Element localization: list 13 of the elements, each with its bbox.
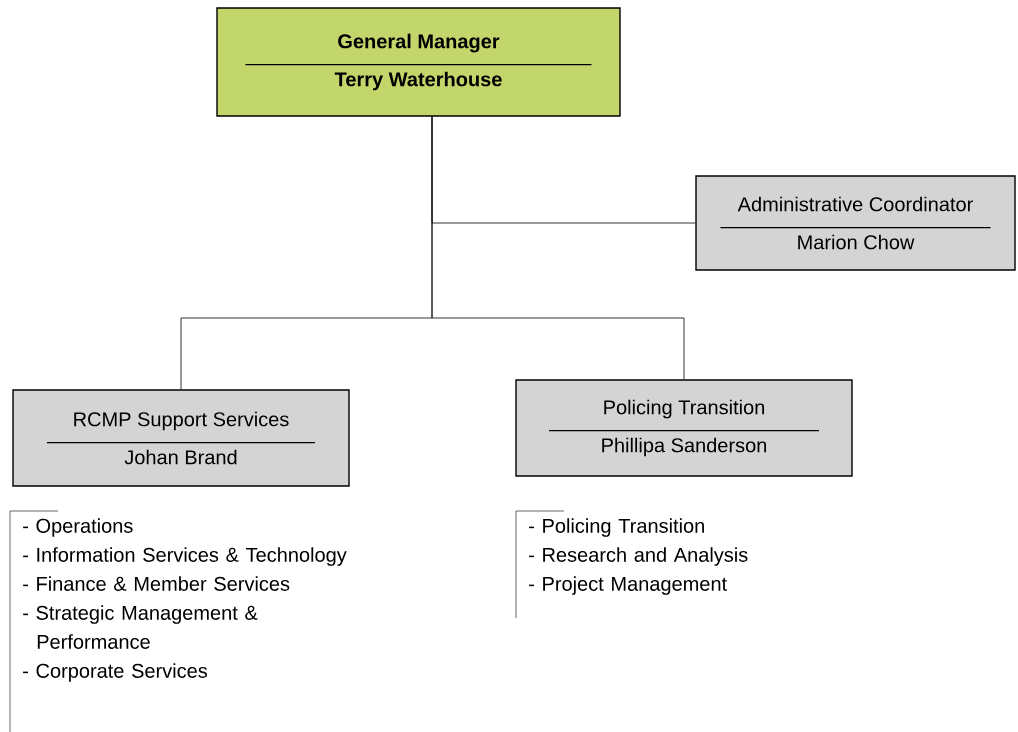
list-item: - Finance & Member Services <box>23 576 290 591</box>
position-box: Administrative Coordinator Marion Chow <box>695 175 1016 271</box>
list-item: - Research and Analysis <box>529 547 748 566</box>
department-box: RCMP Support Services Johan Brand <box>12 389 350 487</box>
list-item: - Operations <box>23 518 133 537</box>
list-item: - Strategic Management & Performance <box>23 605 258 649</box>
list-item: - Project Management <box>529 576 727 595</box>
list-item: - Policing Transition <box>529 518 704 537</box>
department-box: Policing Transition Phillipa Sanderson <box>515 379 853 477</box>
manager-box: General Manager Terry Waterhouse <box>216 7 621 117</box>
connector-line <box>431 116 685 380</box>
list-item: - Information Services & Technology <box>23 547 347 566</box>
list-item: - Corporate Services <box>23 663 208 682</box>
